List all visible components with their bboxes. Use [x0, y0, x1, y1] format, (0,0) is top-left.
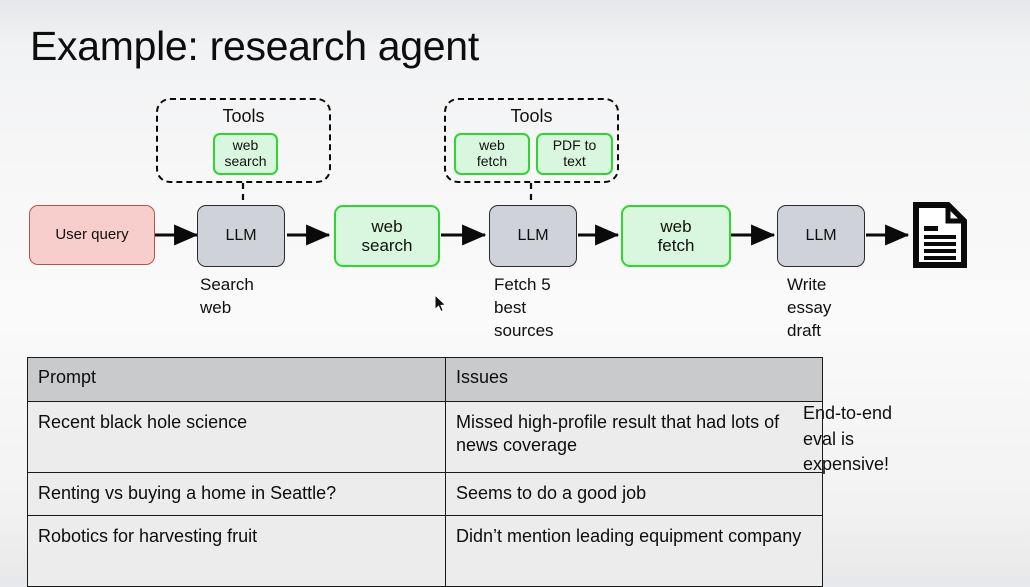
tools-group-1: Tools web search [156, 98, 331, 183]
table-row: Robotics for harvesting fruit Didn’t men… [27, 515, 823, 587]
node-web-fetch[interactable]: web fetch [621, 205, 731, 267]
node-user-query[interactable]: User query [29, 205, 155, 265]
cell-issues: Missed high-profile result that had lots… [445, 401, 823, 473]
side-note-text: End-to-end eval is expensive! [803, 403, 893, 475]
tools-group-1-label: Tools [222, 106, 265, 126]
tool-chip-pdf-to-text[interactable]: PDF to text [536, 133, 613, 175]
cell-issues: Seems to do a good job [445, 472, 823, 516]
node-llm-3[interactable]: LLM [777, 205, 865, 267]
node-web-search[interactable]: web search [334, 205, 440, 267]
caption-llm-2: Fetch 5 best sources [494, 275, 554, 341]
table-header-prompt: Prompt [27, 357, 446, 402]
node-llm-1[interactable]: LLM [197, 205, 285, 267]
table-row: Recent black hole science Missed high-pr… [27, 401, 823, 473]
document-icon [913, 198, 971, 273]
caption-llm-1: Search web [200, 275, 254, 318]
table-row: Renting vs buying a home in Seattle? See… [27, 472, 823, 516]
cell-issues: Didn’t mention leading equipment company [445, 515, 823, 587]
caption-llm-3: Write essay draft [787, 275, 832, 341]
mouse-cursor [434, 293, 448, 314]
cell-prompt: Renting vs buying a home in Seattle? [27, 472, 446, 516]
table-header-row: Prompt Issues [27, 357, 823, 402]
tools-group-2-label: Tools [510, 106, 553, 126]
cell-prompt: Recent black hole science [27, 401, 446, 473]
node-llm-2[interactable]: LLM [489, 205, 577, 267]
eval-results-table: Prompt Issues Recent black hole science … [27, 357, 823, 587]
tool-chip-web-fetch[interactable]: web fetch [454, 133, 530, 175]
cell-prompt: Robotics for harvesting fruit [27, 515, 446, 587]
tools-group-2: Tools web fetch PDF to text [444, 98, 619, 183]
tool-chip-web-search[interactable]: web search [213, 133, 278, 175]
table-header-issues: Issues [445, 357, 823, 402]
page-title: Example: research agent [30, 23, 479, 69]
